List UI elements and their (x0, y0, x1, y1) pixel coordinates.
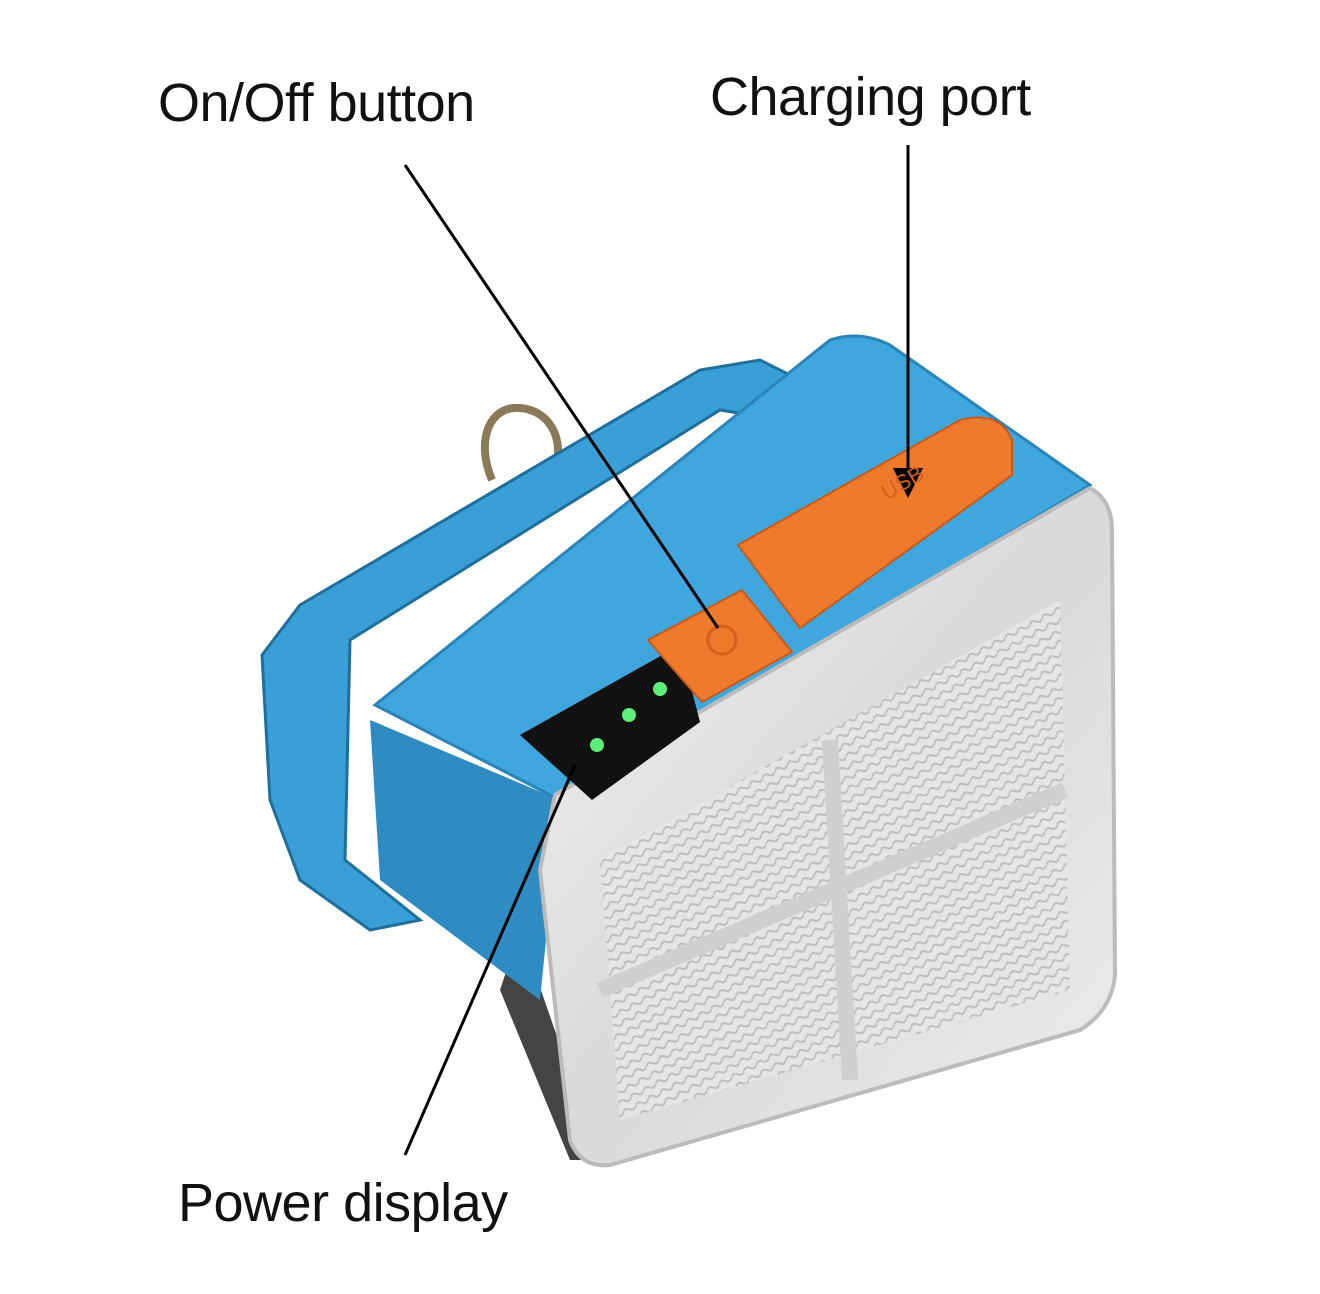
callout-line-onoff (403, 164, 720, 629)
charging-port-cover (736, 416, 1013, 630)
handle-frame (260, 358, 803, 932)
indicator-dot (653, 682, 667, 696)
indicator-dot (622, 708, 636, 722)
indicator-dot (590, 738, 604, 752)
label-power-display: Power display (178, 1173, 508, 1233)
arrowhead (893, 468, 923, 498)
lamp-body (370, 720, 560, 1000)
hanging-ring (480, 403, 563, 482)
on-off-button (646, 588, 794, 704)
callout-line-power (403, 764, 577, 1156)
label-charging-port: Charging port (710, 67, 1031, 127)
label-on-off-button: On/Off button (158, 73, 475, 133)
power-display (520, 645, 700, 800)
